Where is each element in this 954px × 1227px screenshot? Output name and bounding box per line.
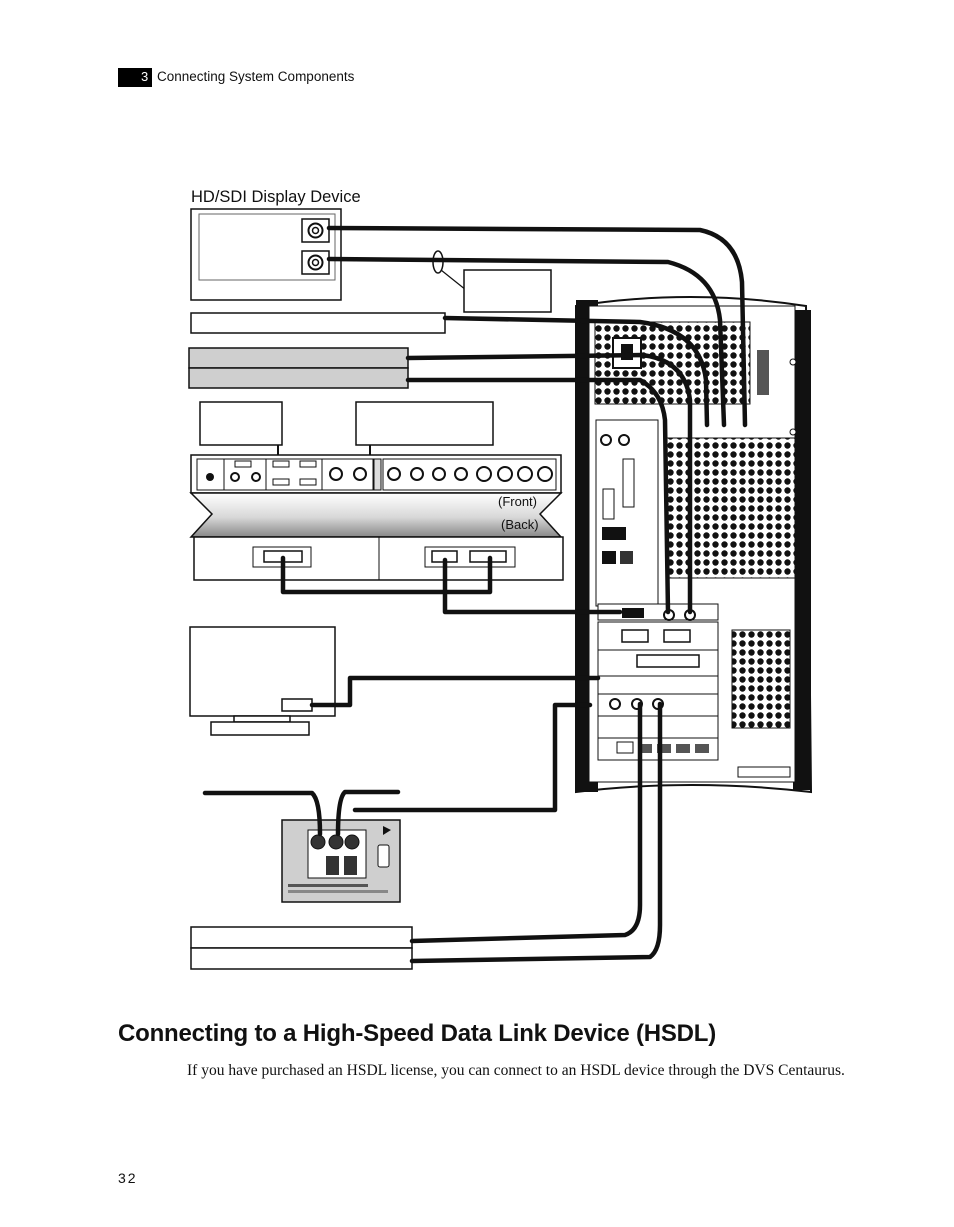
- back-label: (Back): [501, 517, 539, 532]
- section-body-text: If you have purchased an HSDL license, y…: [187, 1062, 845, 1079]
- workstation-tower: [575, 296, 813, 794]
- hsdl-device-1: [190, 926, 413, 949]
- rack-device-2: [188, 347, 409, 369]
- computer-monitor: [189, 626, 336, 736]
- running-header-title: Connecting System Components: [157, 69, 355, 84]
- callout-box-right: [355, 401, 494, 446]
- callout-box-left: [199, 401, 283, 446]
- chapter-number: 3: [141, 69, 149, 84]
- video-distribution-amplifier: [281, 819, 401, 903]
- hsdl-device-2: [190, 947, 413, 970]
- chapter-number-box: [118, 68, 152, 87]
- breakout-box-front: [190, 454, 562, 494]
- page-number: 32: [118, 1170, 138, 1186]
- front-label: (Front): [498, 494, 537, 509]
- rack-device-1: [190, 312, 446, 334]
- hd-sdi-display-device: [190, 208, 342, 301]
- callout-box-top: [463, 269, 552, 313]
- connection-cables: [202, 225, 748, 964]
- connection-diagram: [188, 208, 813, 970]
- rack-device-3: [188, 367, 409, 389]
- breakout-box-back: [193, 536, 564, 581]
- display-device-label: HD/SDI Display Device: [191, 188, 361, 206]
- section-heading: Connecting to a High-Speed Data Link Dev…: [118, 1020, 717, 1047]
